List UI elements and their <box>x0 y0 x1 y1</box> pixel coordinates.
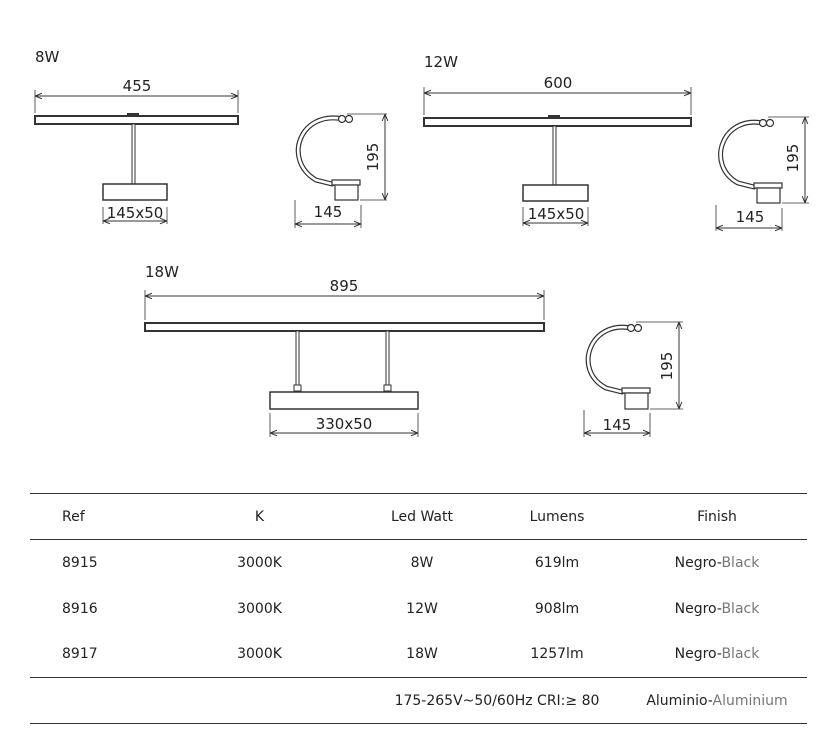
lamp-8w-side-view: 195 145 <box>294 113 387 228</box>
lamp-8w-length-label: 455 <box>123 77 152 95</box>
finish-es: Negro- <box>674 600 722 617</box>
lamp-8w-side-base <box>334 184 359 201</box>
cell-watt: 12W <box>406 600 438 617</box>
cell-watt: 18W <box>406 646 438 663</box>
lamp-18w-side-base <box>624 392 649 410</box>
lamp-8w-base-label: 145x50 <box>107 204 164 222</box>
lamp-12w-light-bar <box>423 117 692 127</box>
cell-lumens: 908lm <box>534 600 580 617</box>
lamp-8w-light-bar <box>34 115 239 125</box>
lamp-18w-base-label: 330x50 <box>316 415 373 433</box>
lamp-12w-base-label: 145x50 <box>528 205 585 223</box>
lamp-18w-side-height-label: 195 <box>658 352 676 381</box>
spec-table-footer-row: 175-265V~50/60Hz CRI:≥ 80 Aluminio-Alumi… <box>30 677 807 724</box>
header-led-watt: Led Watt <box>357 493 487 540</box>
cell-ref: 8916 <box>62 600 98 617</box>
lamp-18w-front-view: 18W 895 330x50 <box>144 263 545 437</box>
cell-lumens: 1257lm <box>530 646 584 663</box>
lamp-18w-base <box>269 391 419 410</box>
technical-drawing: 8W 455 145x50 195 145 12W 600 <box>34 48 809 437</box>
finish-en: Black <box>721 554 760 571</box>
lamp-18w-light-bar <box>144 322 545 332</box>
lamp-12w-side-depth-label: 145 <box>736 208 765 226</box>
cell-finish: Negro-Black <box>627 540 807 586</box>
lamp-12w-length-label: 600 <box>544 74 573 92</box>
spec-table-header-row: Ref K Led Watt Lumens Finish <box>30 493 807 540</box>
cell-lumens: 619lm <box>534 554 580 571</box>
lamp-8w-arm <box>131 123 136 185</box>
lamp-12w-side-view: 195 145 <box>715 116 809 231</box>
cell-watt: 8W <box>410 554 434 571</box>
electrical-spec: 175-265V~50/60Hz CRI:≥ 80 <box>357 677 627 724</box>
lamp-8w-side-height-label: 195 <box>364 143 382 172</box>
finish-es: Negro- <box>674 554 722 571</box>
lamp-12w-side-arm <box>718 119 766 190</box>
lamp-18w-side-arm <box>585 324 634 395</box>
lamp-18w-left-arm <box>295 330 300 392</box>
lamp-18w-right-arm <box>385 330 390 392</box>
finish-en: Black <box>721 646 760 663</box>
header-lumens: Lumens <box>487 493 627 540</box>
lamp-18w-side-view: 195 145 <box>583 321 683 437</box>
footer-finish: Aluminio-Aluminium <box>627 677 807 724</box>
lamp-18w-power-label: 18W <box>145 263 179 281</box>
finish-en: Aluminium <box>712 692 788 709</box>
header-k: K <box>162 493 357 540</box>
cell-k: 3000K <box>237 600 282 617</box>
spec-table: Ref K Led Watt Lumens Finish 8915 3000K … <box>30 493 807 724</box>
finish-es: Aluminio- <box>646 692 713 709</box>
lamp-18w-side-depth-label: 145 <box>603 416 632 434</box>
cell-ref: 8915 <box>62 554 98 571</box>
lamp-12w-base <box>522 184 589 202</box>
table-row: 8916 3000K 12W 908lm Negro-Black <box>30 586 807 632</box>
lamp-8w-side-depth-label: 145 <box>314 203 343 221</box>
lamp-8w-side-arm <box>295 115 346 187</box>
lamp-12w-arm <box>552 125 557 186</box>
cell-k: 3000K <box>237 646 282 663</box>
lamp-8w-power-label: 8W <box>35 48 60 66</box>
lamp-12w-front-view: 12W 600 145x50 <box>423 53 692 226</box>
header-finish: Finish <box>627 493 807 540</box>
table-row: 8917 3000K 18W 1257lm Negro-Black <box>30 632 807 678</box>
lamp-8w-base <box>102 183 168 201</box>
finish-en: Black <box>721 600 760 617</box>
lamp-12w-power-label: 12W <box>424 53 458 71</box>
header-ref: Ref <box>30 493 162 540</box>
lamp-12w-side-base <box>756 187 781 204</box>
cell-finish: Negro-Black <box>627 586 807 632</box>
cell-finish: Negro-Black <box>627 632 807 678</box>
cell-ref: 8917 <box>62 646 98 663</box>
cell-k: 3000K <box>237 554 282 571</box>
finish-es: Negro- <box>674 646 722 663</box>
lamp-12w-side-height-label: 195 <box>784 144 802 173</box>
table-row: 8915 3000K 8W 619lm Negro-Black <box>30 540 807 586</box>
lamp-8w-front-view: 8W 455 145x50 <box>34 48 239 224</box>
lamp-18w-length-label: 895 <box>330 277 359 295</box>
